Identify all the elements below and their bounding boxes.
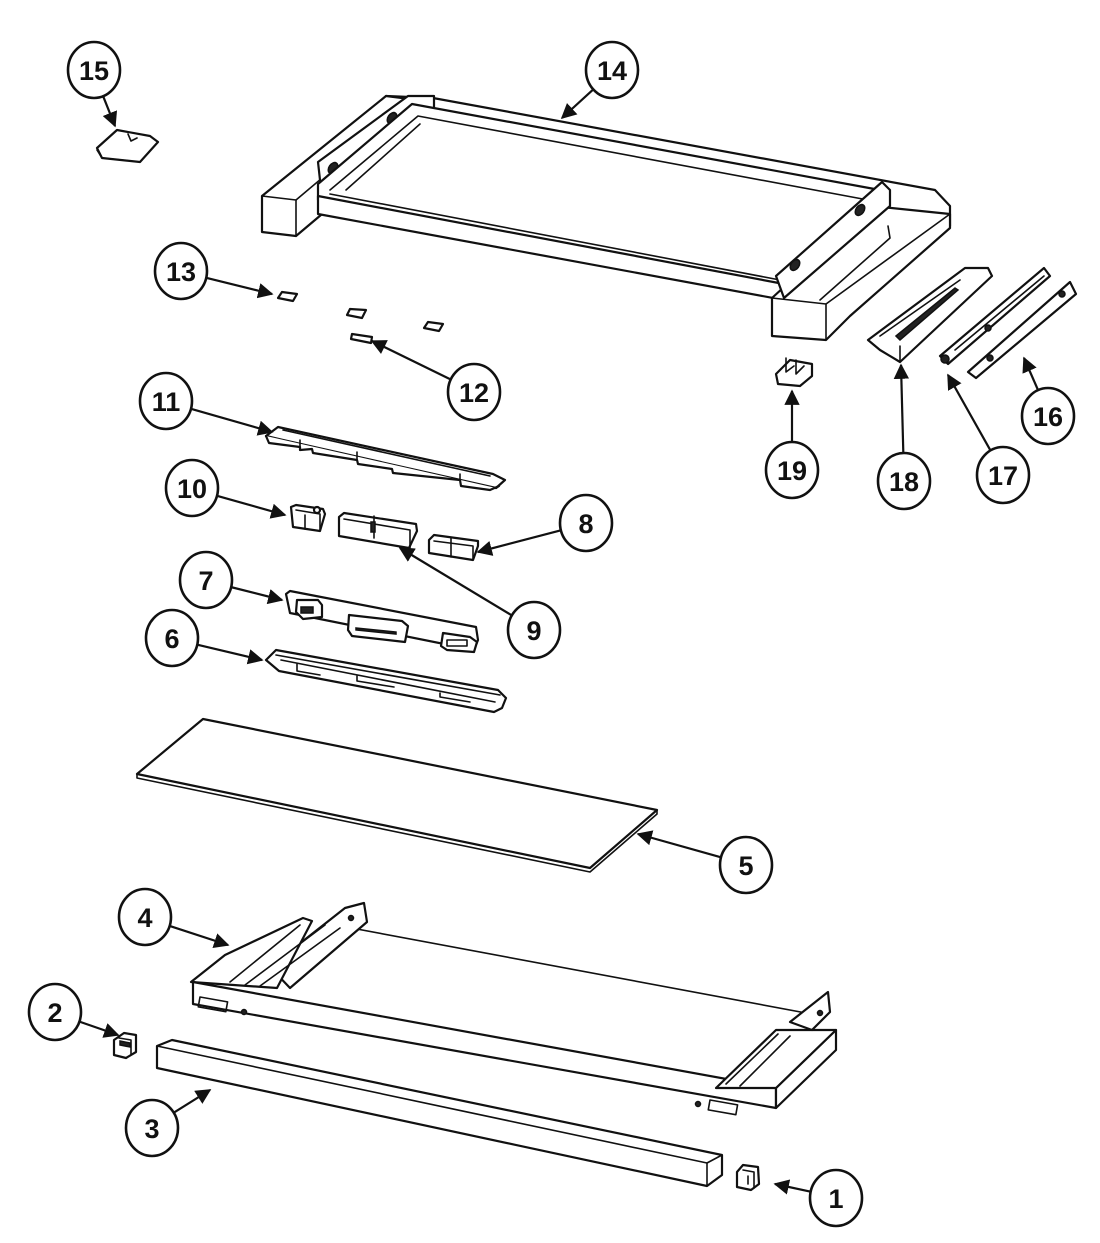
part-18-rail-inner-channel	[866, 266, 994, 364]
callout-number: 3	[144, 1114, 159, 1144]
callout-number: 12	[459, 378, 489, 408]
leader-arrow	[476, 529, 562, 556]
callout-circle	[506, 600, 562, 660]
callout-19: 19	[764, 389, 820, 500]
callout-11: 11	[138, 371, 274, 436]
part-2-end-cap-left	[112, 1031, 138, 1060]
leader-arrow	[370, 340, 452, 381]
callout-number: 15	[79, 56, 109, 86]
part-17-rail-slide	[938, 266, 1052, 366]
leader-arrow	[773, 1179, 811, 1195]
callout-number: 14	[597, 56, 627, 86]
callout-circle	[876, 451, 932, 511]
callout-circle	[66, 40, 122, 100]
callout-6: 6	[144, 608, 264, 668]
leader-arrow	[102, 95, 118, 128]
part-8-switch-right	[427, 533, 480, 562]
callout-number: 5	[738, 851, 753, 881]
callout-number: 10	[177, 474, 207, 504]
callout-12: 12	[370, 340, 502, 422]
part-5-panel-sheet	[135, 717, 659, 873]
callout-circle	[975, 445, 1031, 505]
leader-arrow	[636, 830, 722, 859]
part-10-switch-left	[289, 503, 327, 533]
part-4-lower-frame	[189, 901, 838, 1116]
leader-arrow	[79, 1020, 120, 1038]
leader-arrow	[947, 373, 992, 452]
part-9-switch-center	[337, 511, 419, 550]
callout-1: 1	[773, 1168, 864, 1228]
leader-arrow	[205, 276, 274, 299]
callout-10: 10	[164, 458, 287, 519]
callout-number: 16	[1033, 402, 1063, 432]
part-11-switch-housing	[264, 425, 507, 492]
callout-number: 18	[889, 467, 919, 497]
leader-arrow	[398, 547, 513, 617]
callout-number: 4	[137, 903, 152, 933]
callout-number: 8	[578, 509, 593, 539]
leader-arrow	[173, 1089, 212, 1114]
leader-arrow	[230, 586, 284, 605]
callout-circle	[764, 440, 820, 500]
leader-arrow	[893, 363, 910, 454]
callout-number: 19	[777, 456, 807, 486]
callout-number: 6	[164, 624, 179, 654]
callout-circle	[584, 40, 640, 100]
callout-5: 5	[636, 830, 774, 895]
part-7-switch-bracket	[284, 589, 480, 654]
callout-7: 7	[178, 550, 284, 610]
leader-arrow	[216, 494, 287, 519]
part-14-upper-frame	[260, 94, 952, 342]
callout-3: 3	[124, 1089, 212, 1158]
leader-arrow	[190, 407, 274, 436]
callout-number: 2	[47, 998, 62, 1028]
callout-4: 4	[117, 887, 230, 949]
callout-14: 14	[560, 40, 640, 120]
leader-arrow	[197, 643, 264, 665]
callout-circle	[558, 493, 614, 553]
callout-circle	[718, 835, 774, 895]
part-1-end-cap-right	[735, 1163, 761, 1192]
callout-circle	[117, 887, 173, 947]
callout-circle	[178, 550, 234, 610]
callout-13: 13	[153, 241, 274, 301]
callout-circle	[1020, 386, 1076, 446]
part-15-cover-plate	[95, 128, 160, 164]
leader-arrow	[560, 88, 594, 120]
callout-number: 9	[526, 616, 541, 646]
callout-9: 9	[398, 547, 562, 660]
part-16-rail-outer	[966, 280, 1078, 380]
part-6-control-channel	[264, 648, 508, 714]
part-12-spacers	[345, 307, 445, 345]
leader-arrow	[1022, 356, 1040, 391]
callout-circle	[27, 982, 83, 1042]
callout-number: 7	[198, 566, 213, 596]
callout-number: 17	[988, 461, 1018, 491]
callout-17: 17	[947, 373, 1031, 505]
callout-circle	[124, 1098, 180, 1158]
callout-circle	[164, 458, 220, 518]
callout-number: 13	[166, 257, 196, 287]
callout-number: 1	[828, 1184, 843, 1214]
part-3-front-rail-tube	[155, 1038, 724, 1188]
callout-2: 2	[27, 982, 120, 1042]
callout-8: 8	[476, 493, 614, 556]
callout-circle	[138, 371, 194, 431]
callout-15: 15	[66, 40, 122, 128]
callout-circle	[144, 608, 200, 668]
callout-circle	[808, 1168, 864, 1228]
part-19-clip-bracket	[774, 357, 814, 388]
leader-arrow	[169, 924, 230, 949]
callout-circle	[446, 362, 502, 422]
callout-16: 16	[1020, 356, 1076, 446]
callout-18: 18	[876, 363, 932, 511]
callout-circle	[153, 241, 209, 301]
part-13-clip	[276, 290, 299, 303]
callout-number: 11	[152, 387, 181, 417]
